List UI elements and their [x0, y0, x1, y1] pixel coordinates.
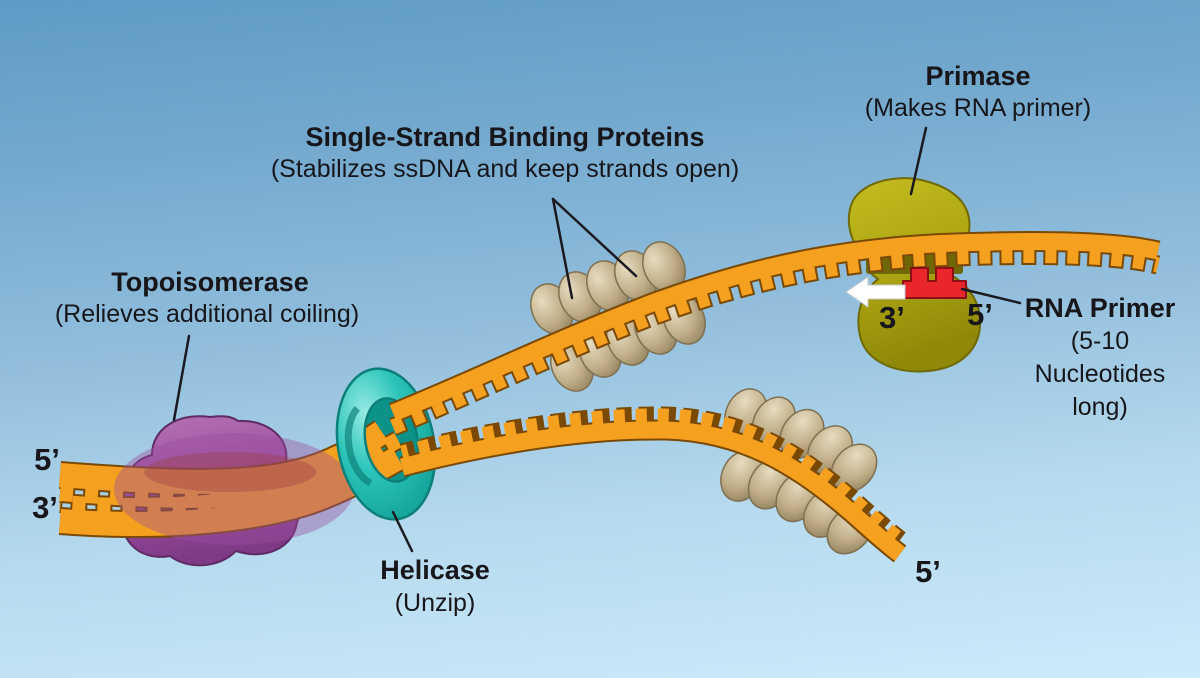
- ssb-label: Single-Strand Binding Proteins: [305, 122, 705, 152]
- topoisomerase-label: Topoisomerase: [111, 267, 309, 297]
- helicase-label: Helicase: [380, 555, 490, 585]
- topoisomerase-sublabel: (Relieves additional coiling): [54, 300, 360, 328]
- primase-label: Primase: [925, 61, 1031, 91]
- dna-upper-strand: [389, 231, 1161, 436]
- strand-end-5prime-bottom: 5’: [915, 554, 941, 589]
- label-line-helicase: [391, 510, 414, 553]
- primase-sublabel: (Makes RNA primer): [864, 94, 1092, 122]
- rna-primer-label: RNA Primer: [1024, 293, 1176, 323]
- topoisomerase-front-overlay: [114, 433, 354, 545]
- rna-primer-line-1: (5-10: [1070, 327, 1130, 355]
- rna-primer-line-3: long): [1072, 393, 1128, 421]
- rna-primer-line-2: Nucleotides: [1034, 360, 1166, 388]
- rna-primer-label-block: RNA Primer (5-10 Nucleotides long): [1025, 292, 1176, 424]
- strand-end-3prime-left: 3’: [32, 490, 58, 525]
- helicase-sublabel: (Unzip): [394, 589, 476, 617]
- label-line-rna-primer: [960, 287, 1022, 305]
- label-line-topoisomerase: [172, 334, 191, 422]
- label-lines: [172, 126, 1022, 553]
- label-line-primase: [909, 126, 928, 196]
- strand-end-5prime-left: 5’: [34, 442, 60, 477]
- direction-arrow: [845, 276, 906, 308]
- ssb-sublabel: (Stabilizes ssDNA and keep strands open): [270, 155, 740, 183]
- label-line-ssb-left: [551, 197, 574, 300]
- label-line-ssb-right: [551, 197, 638, 278]
- strand-end-5prime-fork: 5’: [967, 297, 993, 332]
- ssb-beads-upper: [530, 241, 706, 392]
- strand-end-3prime-fork: 3’: [879, 300, 905, 335]
- rna-primer-shape: [902, 267, 967, 299]
- dna-lower-strand: [399, 406, 907, 563]
